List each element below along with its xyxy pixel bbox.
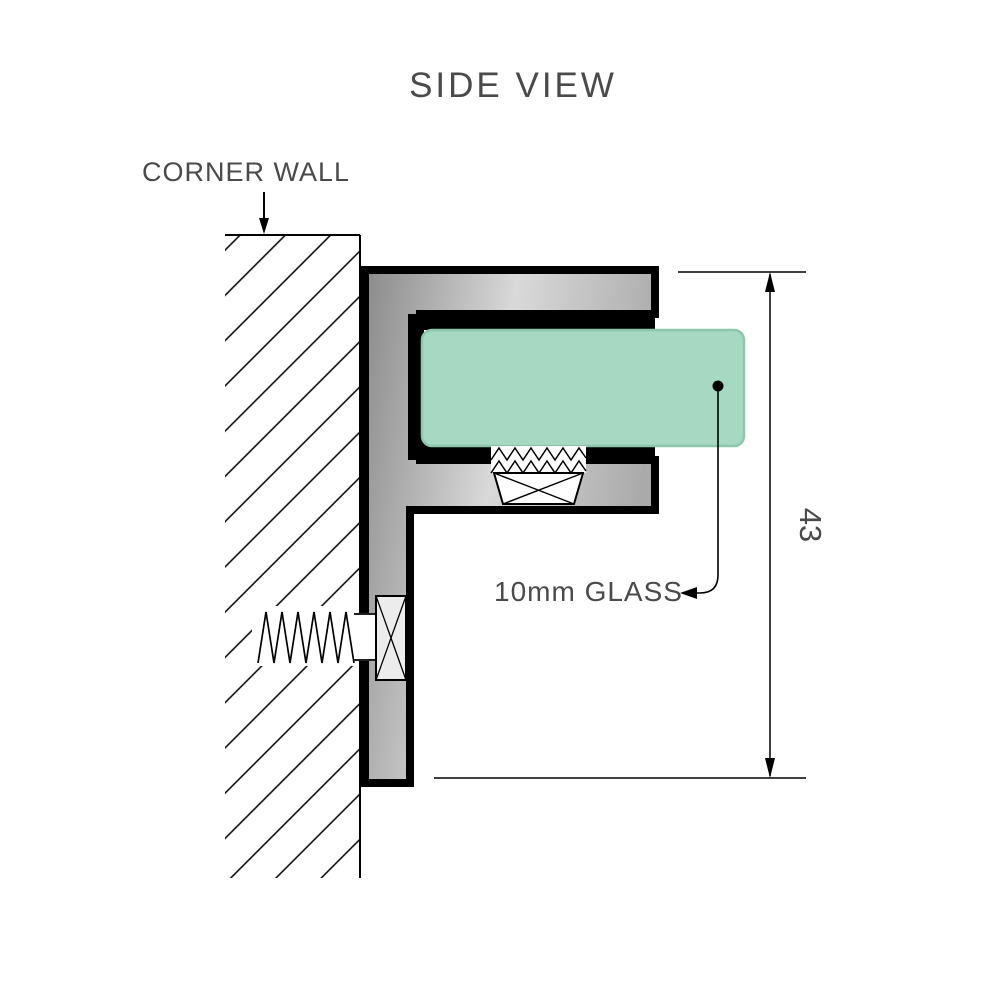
grub-screw-thread-upper	[490, 446, 587, 462]
grub-screw-hatch-1	[493, 472, 575, 505]
wall-screw	[252, 595, 407, 681]
wall-screw-threads	[257, 611, 355, 664]
dimension-43	[434, 271, 806, 779]
page-title: SIDE VIEW	[409, 66, 617, 105]
corner-wall-pointer-arrow-icon	[259, 192, 269, 234]
wall-screw-shank	[354, 613, 376, 661]
grub-screw-hatch-2	[502, 472, 584, 505]
glass-panel	[420, 328, 746, 448]
glass-leader	[680, 380, 724, 599]
wall-screw-head-hatch-2	[375, 595, 407, 681]
glass-label: 10mm GLASS	[494, 576, 683, 607]
leader-line	[694, 390, 719, 594]
leader-arrow-icon	[680, 587, 697, 599]
grub-screw	[490, 446, 587, 505]
dimension-arrow-up-icon	[765, 272, 775, 292]
leader-dot	[712, 380, 724, 392]
wall-screw-shank-lines	[354, 613, 378, 661]
dimension-arrow-down-icon	[765, 758, 775, 778]
corner-wall-label: CORNER WALL	[142, 157, 350, 187]
wall-hatching	[225, 235, 360, 878]
dimension-value-label: 43	[793, 508, 828, 542]
